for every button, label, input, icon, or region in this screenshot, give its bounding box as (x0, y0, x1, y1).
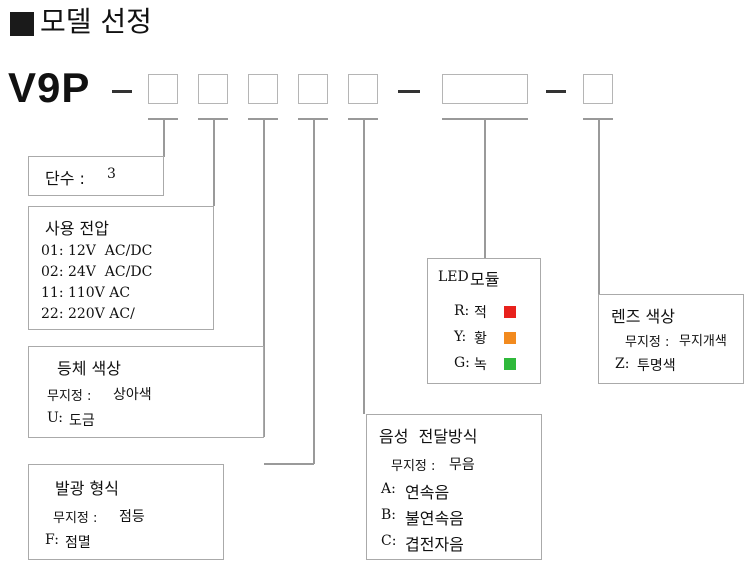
lens-color-default-code: 무지정 : (625, 335, 670, 350)
slot-emission (298, 74, 328, 104)
sound-b-label: 불연속음 (405, 509, 464, 528)
body-color-u-code: U: (47, 410, 64, 426)
sound-c-code: C: (381, 533, 397, 549)
body-color-box: 등체 색상 무지정 : 상아색 U: 도금 (28, 346, 264, 438)
led-label-red: 적 (474, 305, 487, 321)
green-led-swatch-icon (504, 358, 516, 370)
voltage-option: 01: 12V AC/DC (41, 243, 153, 259)
slot-underline (442, 118, 528, 120)
led-code-red: R: (454, 303, 470, 319)
title-square-icon (10, 12, 34, 36)
stages-heading: 단수 : (45, 169, 85, 188)
led-label-green: 녹 (474, 357, 487, 373)
led-heading-suffix: 모듈 (470, 270, 500, 289)
lens-color-box: 렌즈 색상 무지정 : 무지개색 Z: 투명색 (598, 294, 744, 384)
sound-a-code: A: (381, 481, 396, 497)
voltage-option: 11: 110V AC (41, 285, 131, 301)
slot-body-color (248, 74, 278, 104)
slot-stages (148, 74, 178, 104)
connector-line (264, 463, 314, 465)
stages-box: 단수 : 3 (28, 156, 164, 196)
connector-line (484, 119, 486, 259)
slot-lens-color (583, 74, 613, 104)
slot-voltage (198, 74, 228, 104)
voltage-option: 02: 24V AC/DC (41, 264, 153, 280)
connector-line (313, 119, 315, 464)
emission-f-code: F: (45, 532, 59, 548)
lens-color-default-label: 무지개색 (679, 334, 727, 349)
sound-box: 음성 전달방식 무지정 : 무음 A: 연속음 B: 불연속음 C: 겹전자음 (366, 414, 542, 560)
model-code: V9P (8, 64, 91, 111)
sound-c-label: 겹전자음 (405, 535, 464, 554)
red-led-swatch-icon (504, 306, 516, 318)
sound-default-label: 무음 (449, 457, 475, 473)
led-label-yellow: 황 (474, 331, 487, 347)
lens-color-z-label: 투명색 (637, 358, 676, 374)
led-code-green: G: (454, 355, 470, 371)
connector-line (263, 119, 265, 437)
yellow-led-swatch-icon (504, 332, 516, 344)
led-module-box: LED 모듈 R: 적 Y: 황 G: 녹 (427, 258, 541, 384)
sound-heading: 음성 전달방식 (379, 427, 478, 446)
voltage-heading: 사용 전압 (45, 219, 109, 238)
sound-default-code: 무지정 : (391, 459, 436, 474)
stages-value: 3 (107, 166, 116, 182)
body-color-default-label: 상아색 (113, 387, 152, 403)
sound-a-label: 연속음 (405, 483, 450, 502)
emission-default-code: 무지정 : (53, 511, 98, 526)
connector-line (163, 119, 165, 157)
lens-color-heading: 렌즈 색상 (611, 307, 675, 326)
sound-b-code: B: (381, 507, 397, 523)
connector-line (598, 119, 600, 294)
body-color-heading: 등체 색상 (57, 359, 121, 378)
slot-underline (298, 118, 328, 120)
slot-led-module (442, 74, 528, 104)
emission-box: 발광 형식 무지정 : 점등 F: 점멸 (28, 464, 224, 560)
body-color-u-label: 도금 (69, 413, 95, 429)
body-color-default-code: 무지정 : (47, 389, 92, 404)
emission-heading: 발광 형식 (55, 479, 119, 498)
separator-dash-1 (112, 90, 132, 93)
slot-underline (348, 118, 378, 120)
voltage-option: 22: 220V AC/ (41, 306, 135, 322)
page-title: 모델 선정 (40, 5, 152, 38)
connector-line (363, 119, 365, 414)
separator-dash-3 (546, 90, 566, 93)
slot-underline (198, 118, 228, 120)
separator-dash-2 (398, 90, 420, 93)
led-code-yellow: Y: (454, 329, 467, 345)
slot-sound (348, 74, 378, 104)
slot-underline (583, 118, 613, 120)
connector-line (213, 119, 215, 206)
lens-color-z-code: Z: (615, 356, 630, 372)
emission-f-label: 점멸 (65, 535, 91, 551)
slot-underline (248, 118, 278, 120)
led-heading-prefix: LED (438, 269, 469, 285)
voltage-box: 사용 전압 01: 12V AC/DC 02: 24V AC/DC 11: 11… (28, 206, 214, 330)
emission-default-label: 점등 (119, 509, 145, 525)
slot-underline (148, 118, 178, 120)
